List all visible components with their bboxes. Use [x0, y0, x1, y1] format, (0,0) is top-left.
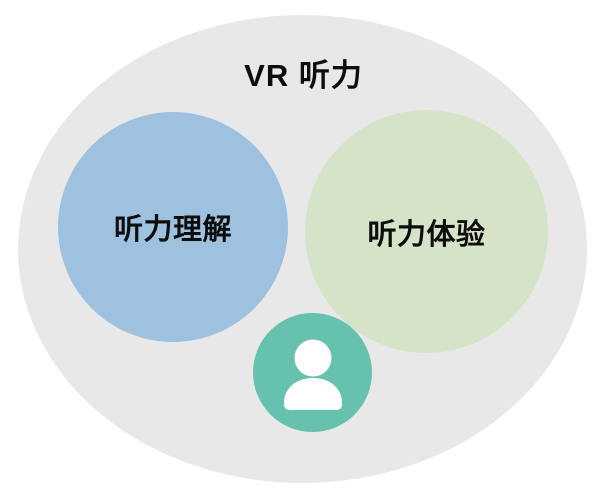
page-title: VR 听力 — [244, 58, 363, 93]
circle-listening-experience[interactable]: 听力体验 — [305, 110, 548, 353]
circle-listening-comprehension[interactable]: 听力理解 — [58, 112, 288, 342]
circle-label-listening-comprehension: 听力理解 — [113, 214, 232, 246]
user-badge[interactable] — [253, 313, 372, 432]
circle-label-listening-experience: 听力体验 — [367, 218, 486, 251]
user-icon — [277, 336, 349, 410]
